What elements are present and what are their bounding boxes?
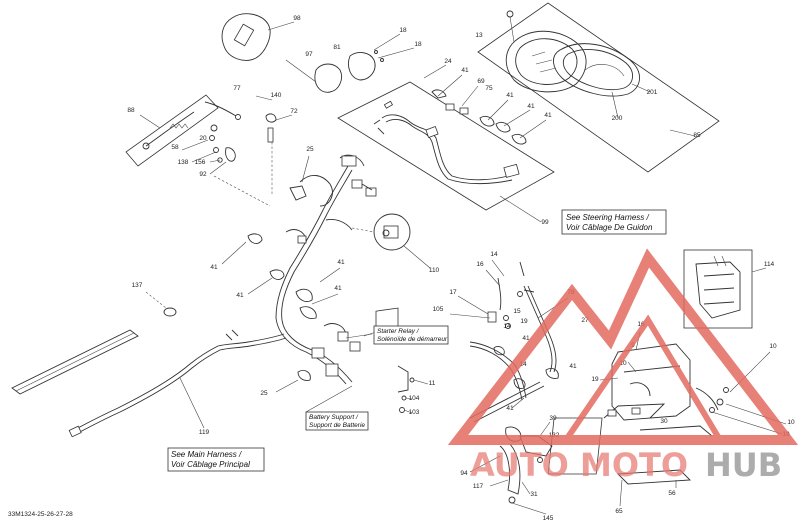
callout-c81: 81 (333, 44, 341, 51)
hardware-parts-left (181, 95, 293, 207)
callout-c41i: 41 (522, 335, 530, 342)
callout-c56: 56 (668, 490, 676, 497)
callout-c25b: 25 (260, 390, 268, 397)
note-main-harness: See Main Harness / Voir Câblage Principa… (167, 447, 265, 472)
note-battery-line2: Support de Batterie (309, 422, 365, 429)
callout-c103: 103 (409, 409, 420, 416)
callout-c19b: 19 (591, 376, 599, 383)
callout-c41a: 41 (461, 67, 469, 74)
note-starter-relay: Starter Relay / Solénoïde de démarreur (373, 325, 449, 345)
main-harness (68, 154, 377, 438)
callout-c119: 119 (199, 429, 210, 436)
watermark-part2: MOTO (580, 446, 688, 484)
callout-c114: 114 (764, 261, 775, 268)
note-battery-support: Battery Support / Support de Batterie (305, 411, 369, 431)
steering-harness-panel (337, 64, 555, 223)
callout-c92: 92 (199, 171, 207, 178)
note-main-line2: Voir Câblage Principal (171, 460, 250, 469)
note-steering-line2: Voir Câblage De Guidon (566, 223, 653, 232)
callout-c75: 75 (485, 85, 493, 92)
battery-area (449, 259, 787, 515)
callout-c105: 105 (433, 306, 444, 313)
callout-c18b: 18 (414, 41, 422, 48)
gauge-assembly-panel (477, 2, 720, 173)
callout-c15: 15 (513, 308, 521, 315)
note-steering-line1: See Steering Harness / (566, 213, 649, 222)
note-main-line1: See Main Harness / (171, 450, 242, 459)
callout-c31: 31 (530, 491, 538, 498)
callout-c98: 98 (293, 15, 301, 22)
callout-c30: 30 (660, 418, 668, 425)
watermark-part3: HUB (705, 446, 782, 484)
callout-c140: 140 (271, 92, 282, 99)
callout-c14a: 14 (490, 251, 498, 258)
callout-c41h: 41 (334, 285, 342, 292)
callout-c41f: 41 (236, 292, 244, 299)
callout-c10a: 10 (619, 360, 627, 367)
callout-c41j: 41 (569, 363, 577, 370)
diagram-code: 33M1324-25-26-27-28 (8, 511, 73, 518)
callout-c201: 201 (647, 89, 658, 96)
callout-c11: 11 (429, 380, 436, 387)
callout-c10c: 10 (787, 419, 795, 426)
starter-relay-assembly (305, 307, 429, 414)
callout-c77: 77 (233, 85, 241, 92)
bracket-114-panel (683, 249, 767, 329)
callout-c16a: 16 (476, 261, 484, 268)
callout-c18a: 18 (399, 27, 407, 34)
callout-c156: 156 (195, 159, 206, 166)
note-steering-harness: See Steering Harness / Voir Câblage De G… (561, 209, 667, 235)
rear-harness-panel (125, 94, 219, 167)
callout-c14c: 14 (519, 361, 527, 368)
callout-c137: 137 (132, 282, 143, 289)
callout-c99: 99 (541, 219, 549, 226)
callout-c25a: 25 (306, 146, 314, 153)
callout-c69: 69 (477, 78, 485, 85)
watermark-logo: AUTO MOTO HUB (447, 248, 799, 484)
callout-c39: 39 (549, 415, 557, 422)
callout-c85: 85 (693, 132, 701, 139)
note-starter-line2: Solénoïde de démarreur (377, 336, 448, 343)
callout-c41c: 41 (527, 103, 535, 110)
callout-c27: 27 (581, 317, 589, 324)
callout-c58: 58 (171, 144, 179, 151)
note-battery-line1: Battery Support / (309, 414, 359, 421)
callout-c72: 72 (290, 108, 298, 115)
ground-strap (11, 291, 177, 395)
callout-c14b: 14 (503, 323, 511, 330)
callout-c88: 88 (127, 107, 135, 114)
callout-c17: 17 (449, 289, 457, 296)
callout-c41g: 41 (337, 259, 345, 266)
callout-c94: 94 (460, 470, 468, 477)
watermark-part1: AUTO (470, 446, 569, 484)
callout-c97: 97 (305, 51, 313, 58)
callout-c110: 110 (429, 267, 440, 274)
callout-c41e: 41 (210, 264, 218, 271)
callout-c24: 24 (444, 58, 452, 65)
callout-c200: 200 (612, 115, 623, 122)
relay-detail (351, 213, 431, 269)
callout-c10b: 10 (769, 343, 777, 350)
callout-c41k: 41 (506, 405, 514, 412)
callout-c138: 138 (178, 159, 189, 166)
callout-c145: 145 (543, 515, 554, 522)
callout-c41b: 41 (506, 92, 514, 99)
callout-c19a: 19 (520, 318, 528, 325)
note-starter-line1: Starter Relay / (377, 328, 420, 335)
callout-c13: 13 (475, 32, 483, 39)
display-cover (221, 13, 415, 93)
callout-c16b: 16 (637, 321, 645, 328)
callout-c104: 104 (409, 395, 420, 402)
callout-c117: 117 (473, 483, 484, 490)
callout-c41d: 41 (544, 112, 552, 119)
callout-c20: 20 (199, 135, 207, 142)
callout-c65: 65 (615, 508, 623, 515)
